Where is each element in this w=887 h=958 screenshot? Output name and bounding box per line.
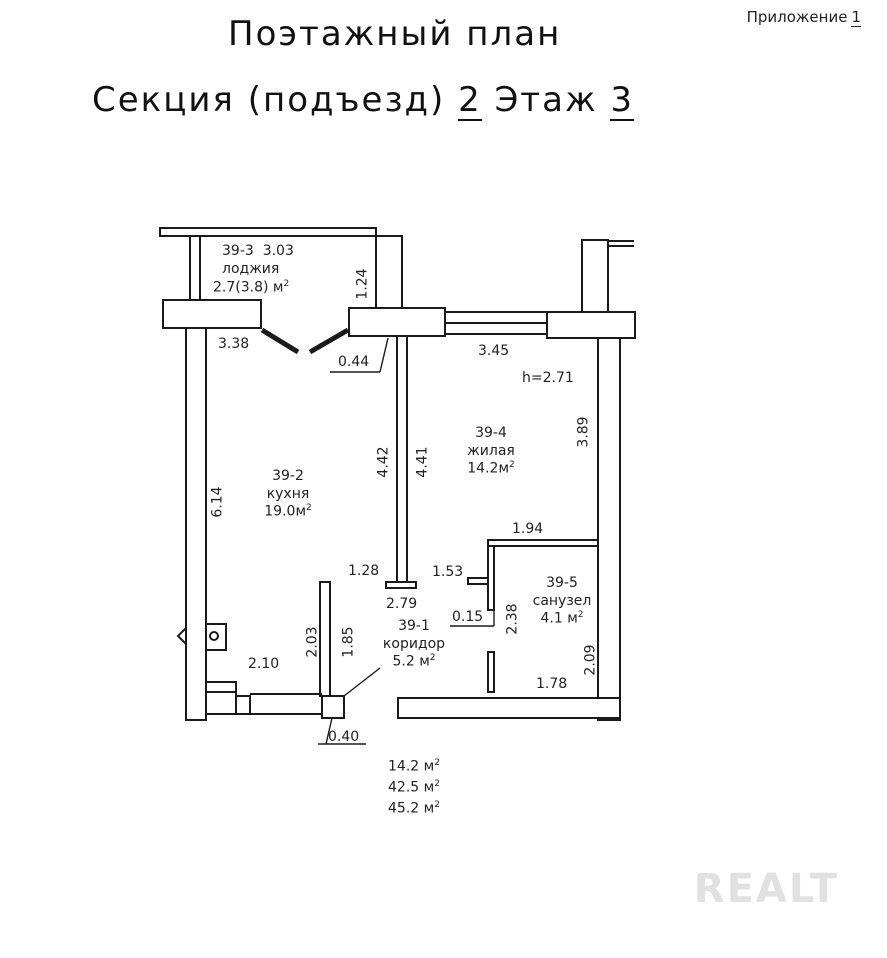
- outer-wall-left: [162, 299, 262, 329]
- outer-wall-middle: [348, 307, 446, 337]
- dim-1-53: 1.53: [432, 564, 464, 580]
- loggia-area: 2.7(3.8) м2: [213, 279, 290, 296]
- dim-2-03: 2.03: [304, 626, 321, 658]
- door-leaf-left: [260, 327, 300, 355]
- dim-3-89: 3.89: [575, 416, 592, 448]
- bottom-wall: [397, 697, 621, 719]
- dim-3-45: 3.45: [478, 343, 510, 359]
- entrance-door: [321, 695, 345, 719]
- dim-1-28: 1.28: [348, 563, 380, 579]
- total-area-with-loggia: 45.2 м2: [388, 800, 440, 817]
- dim-1-24: 1.24: [354, 268, 371, 300]
- plan-title: Поэтажный план: [228, 14, 562, 54]
- dim-0-40: 0.40: [328, 729, 360, 745]
- dim-2-10: 2.10: [248, 656, 280, 672]
- watermark-logo: REALT: [693, 866, 839, 912]
- bathroom-label: 39-5 санузел 4.1 м2: [532, 575, 592, 627]
- appendix-text: Приложение: [746, 8, 848, 26]
- dim-1-78: 1.78: [536, 676, 568, 692]
- dim-2-38: 2.38: [504, 603, 521, 635]
- dim-1-94: 1.94: [512, 521, 544, 537]
- dim-1-85: 1.85: [340, 626, 357, 658]
- loggia-label: 39-3 3.03 лоджия: [222, 243, 294, 277]
- living-room-label: 39-4 жилая 14.2м2: [467, 425, 515, 477]
- partition-wall: [396, 335, 408, 587]
- dim-0-44: 0.44: [338, 354, 370, 370]
- left-exterior-wall: [185, 327, 207, 721]
- bathroom-top-wall: [487, 539, 599, 547]
- total-area: 42.5 м2: [388, 779, 440, 796]
- kitchen-label: 39-2 кухня 19.0м2: [264, 468, 312, 520]
- ceiling-height: h=2.71: [522, 370, 574, 386]
- floor-label: Этаж: [494, 80, 598, 120]
- section-number: 2: [458, 80, 482, 121]
- dim-3-38: 3.38: [218, 336, 250, 352]
- floor-number: 3: [610, 80, 635, 121]
- right-exterior-wall: [597, 337, 621, 721]
- dim-2-09: 2.09: [582, 644, 599, 676]
- dim-4-41: 4.41: [414, 446, 431, 478]
- corridor-label: 39-1 коридор 5.2 м2: [382, 618, 446, 670]
- dim-6-14: 6.14: [209, 486, 226, 518]
- corridor-partition: [319, 581, 331, 697]
- dim-4-42: 4.42: [375, 446, 392, 478]
- section-floor-line: Секция (подъезд) 2 Этаж 3: [92, 80, 635, 121]
- loggia-right-wall: [375, 235, 403, 309]
- loggia-rail-wall: [159, 227, 377, 237]
- section-label: Секция (подъезд): [92, 80, 446, 120]
- door-leaf-right: [308, 327, 350, 355]
- total-living-area: 14.2 м2: [388, 758, 440, 775]
- right-pier: [581, 239, 609, 313]
- outer-wall-right: [546, 311, 636, 339]
- appendix-number: 1: [851, 8, 861, 27]
- dim-2-79: 2.79: [386, 596, 418, 612]
- dim-0-15: 0.15: [452, 609, 484, 625]
